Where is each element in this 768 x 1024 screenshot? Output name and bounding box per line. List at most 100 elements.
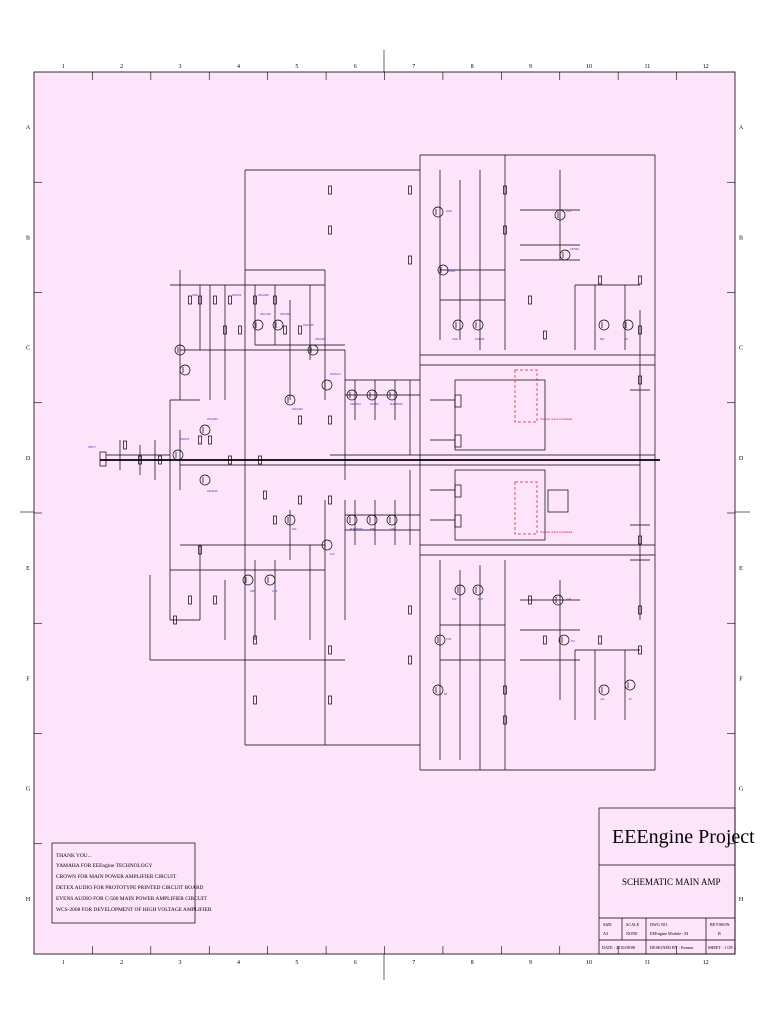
column-label-bottom: 4 (237, 960, 240, 966)
transistor-symbol (598, 684, 610, 696)
resistor-symbol (198, 295, 202, 305)
resistor-symbol (238, 325, 242, 335)
component-label: 10K (390, 527, 395, 531)
thanks-line-5: WCS-2008 FOR DEVELOPMENT OF HIGH VOLTAGE… (56, 907, 212, 913)
resistor-symbol (328, 415, 332, 425)
resistor-symbol (298, 415, 302, 425)
resistor-symbol (198, 545, 202, 555)
transistor-symbol (554, 209, 566, 221)
transistor-symbol (624, 679, 636, 691)
component-label: 2SA1930 (292, 407, 303, 411)
component-label: 2SA1145 (303, 323, 314, 327)
thermal-note-upper: Thermal: mount on heatsink (540, 417, 573, 421)
resistor-symbol (198, 435, 202, 445)
column-label-top: 2 (120, 64, 123, 70)
resistor-symbol (273, 295, 277, 305)
transistor-symbol (284, 514, 296, 526)
row-label-left: F (26, 676, 30, 682)
row-label-right: E (739, 566, 743, 572)
transistor-symbol (598, 319, 610, 331)
resistor-symbol (213, 595, 217, 605)
component-label: -VH (570, 639, 575, 643)
resistor-symbol (253, 695, 257, 705)
transistor-symbol (321, 539, 333, 551)
component-label: 3.3K (446, 637, 452, 641)
component-label: OUT (478, 597, 484, 601)
resistor-symbol (408, 255, 412, 265)
transistor-symbol (179, 364, 191, 376)
resistor-symbol (158, 455, 162, 465)
resistor-symbol (328, 695, 332, 705)
resistor-symbol (213, 295, 217, 305)
column-label-bottom: 6 (354, 960, 357, 966)
transistor-symbol (284, 394, 296, 406)
dwg-value: EEEngine Module : M (650, 931, 688, 936)
component-label: MJE15035 (350, 527, 363, 531)
resistor-symbol (298, 325, 302, 335)
resistor-symbol (503, 715, 507, 725)
column-label-bottom: 3 (179, 960, 182, 966)
column-label-top: 6 (354, 64, 357, 70)
row-label-right: A (739, 125, 744, 131)
transistor-symbol (622, 319, 634, 331)
resistor-symbol (258, 455, 262, 465)
transistor-symbol (366, 514, 378, 526)
column-label-bottom: 5 (295, 960, 298, 966)
row-label-right: F (739, 676, 743, 682)
sheet-field: SHEET : 1 OF 4 (708, 945, 737, 950)
component-label: 2SA970 (180, 437, 190, 441)
row-label-right: B (739, 235, 743, 241)
transistor-symbol (558, 634, 570, 646)
component-label: 100uF (448, 269, 456, 273)
transistor-symbol (452, 319, 464, 331)
resistor-symbol (638, 535, 642, 545)
transistor-symbol (272, 319, 284, 331)
transistor-symbol (386, 514, 398, 526)
column-label-top: 3 (179, 64, 182, 70)
component-label: 2SK2013 (350, 402, 361, 406)
component-label: 68 (444, 692, 447, 696)
resistor-symbol (173, 615, 177, 625)
transistor-symbol (199, 424, 211, 436)
component-label: 2SC3423 (280, 312, 291, 316)
transistor-symbol (437, 264, 449, 276)
column-label-top: 8 (471, 64, 474, 70)
transistor-symbol (432, 684, 444, 696)
resistor-symbol (123, 440, 127, 450)
bias-block-lower (454, 469, 546, 541)
grid-border-marks (20, 50, 750, 980)
component-label: +VH (566, 597, 571, 601)
resistor-symbol (223, 325, 227, 335)
thanks-line-4: EVENS AUDIO FOR C-500 MAIN POWER AMPLIFI… (56, 896, 208, 902)
row-label-left: G (26, 787, 31, 793)
transistor-symbol (552, 594, 564, 606)
transistor-symbol (472, 319, 484, 331)
row-label-left: E (26, 566, 30, 572)
dwg-label: DWG NO. (650, 922, 668, 927)
row-label-left: A (26, 125, 31, 131)
component-label: 2SC2240 (207, 417, 218, 421)
thanks-line-3: DETEX AUDIO FOR PROTOTYPE PRINTED CIRCUI… (56, 885, 204, 891)
input-connector (99, 451, 107, 467)
resistor-symbol (263, 490, 267, 500)
resistor-symbol (208, 435, 212, 445)
transistor-symbol (454, 584, 466, 596)
column-label-top: 5 (295, 64, 298, 70)
column-label-top: 12 (703, 64, 709, 70)
resistor-symbol (528, 295, 532, 305)
thanks-line-2: CROWN FOR MAIN POWER AMPLIFIER CIRCUIT (56, 874, 177, 880)
resistor-symbol (543, 635, 547, 645)
column-label-top: 10 (586, 64, 592, 70)
transistor-symbol (174, 344, 186, 356)
component-label: -VL (628, 697, 633, 701)
resistor-symbol (228, 295, 232, 305)
resistor-symbol (638, 375, 642, 385)
resistor-symbol (408, 605, 412, 615)
component-label: 2SA1145 (207, 489, 218, 493)
transistor-symbol (307, 344, 319, 356)
resistor-symbol (273, 515, 277, 525)
transistor-symbol (472, 584, 484, 596)
